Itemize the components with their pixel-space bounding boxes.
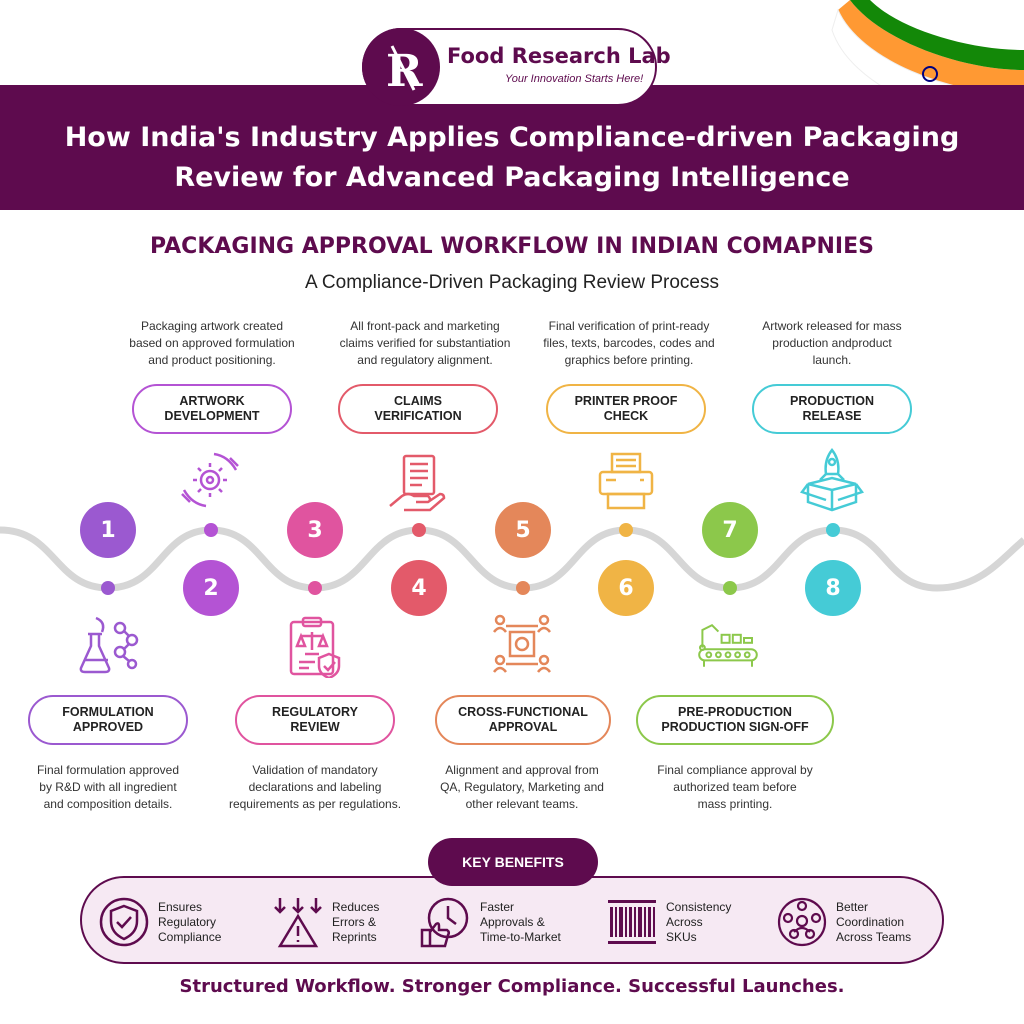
section-subtitle: A Compliance-Driven Packaging Review Pro… <box>305 272 719 293</box>
conveyor-robot-icon <box>698 623 758 667</box>
page-title: How India's Industry Applies Compliance-… <box>64 122 960 193</box>
step-5-number: 5 <box>495 502 551 558</box>
clipboard-scale-icon <box>289 616 341 678</box>
brand-tagline: Your Innovation Starts Here! <box>505 73 644 85</box>
step-8-number: 8 <box>805 560 861 616</box>
benefits-label: KEY BENEFITS <box>428 838 598 886</box>
shield-check-icon <box>99 897 149 947</box>
team-circle-icon <box>777 897 827 947</box>
step-4-number: 4 <box>391 560 447 616</box>
workflow-wave <box>0 523 1024 595</box>
section-title: PACKAGING APPROVAL WORKFLOW IN INDIAN CO… <box>150 234 874 259</box>
logo-icon: R <box>362 28 440 106</box>
step-7-number: 7 <box>702 502 758 558</box>
rocket-box-icon <box>800 448 864 512</box>
warning-arrows-icon <box>274 898 322 948</box>
step-3-number: 3 <box>287 502 343 558</box>
footer-tagline: Structured Workflow. Stronger Compliance… <box>179 976 845 997</box>
barcode-icon <box>608 900 656 944</box>
step-1-number: 1 <box>80 502 136 558</box>
flask-molecule-icon <box>79 616 139 674</box>
gear-hands-icon <box>181 452 239 508</box>
team-gear-icon <box>493 614 551 673</box>
document-hand-icon <box>389 454 446 512</box>
brand-name: Food Research Lab <box>447 44 671 68</box>
printer-icon <box>598 452 654 510</box>
clock-thumb-icon <box>420 897 469 948</box>
step-2-number: 2 <box>183 560 239 616</box>
step-6-number: 6 <box>598 560 654 616</box>
